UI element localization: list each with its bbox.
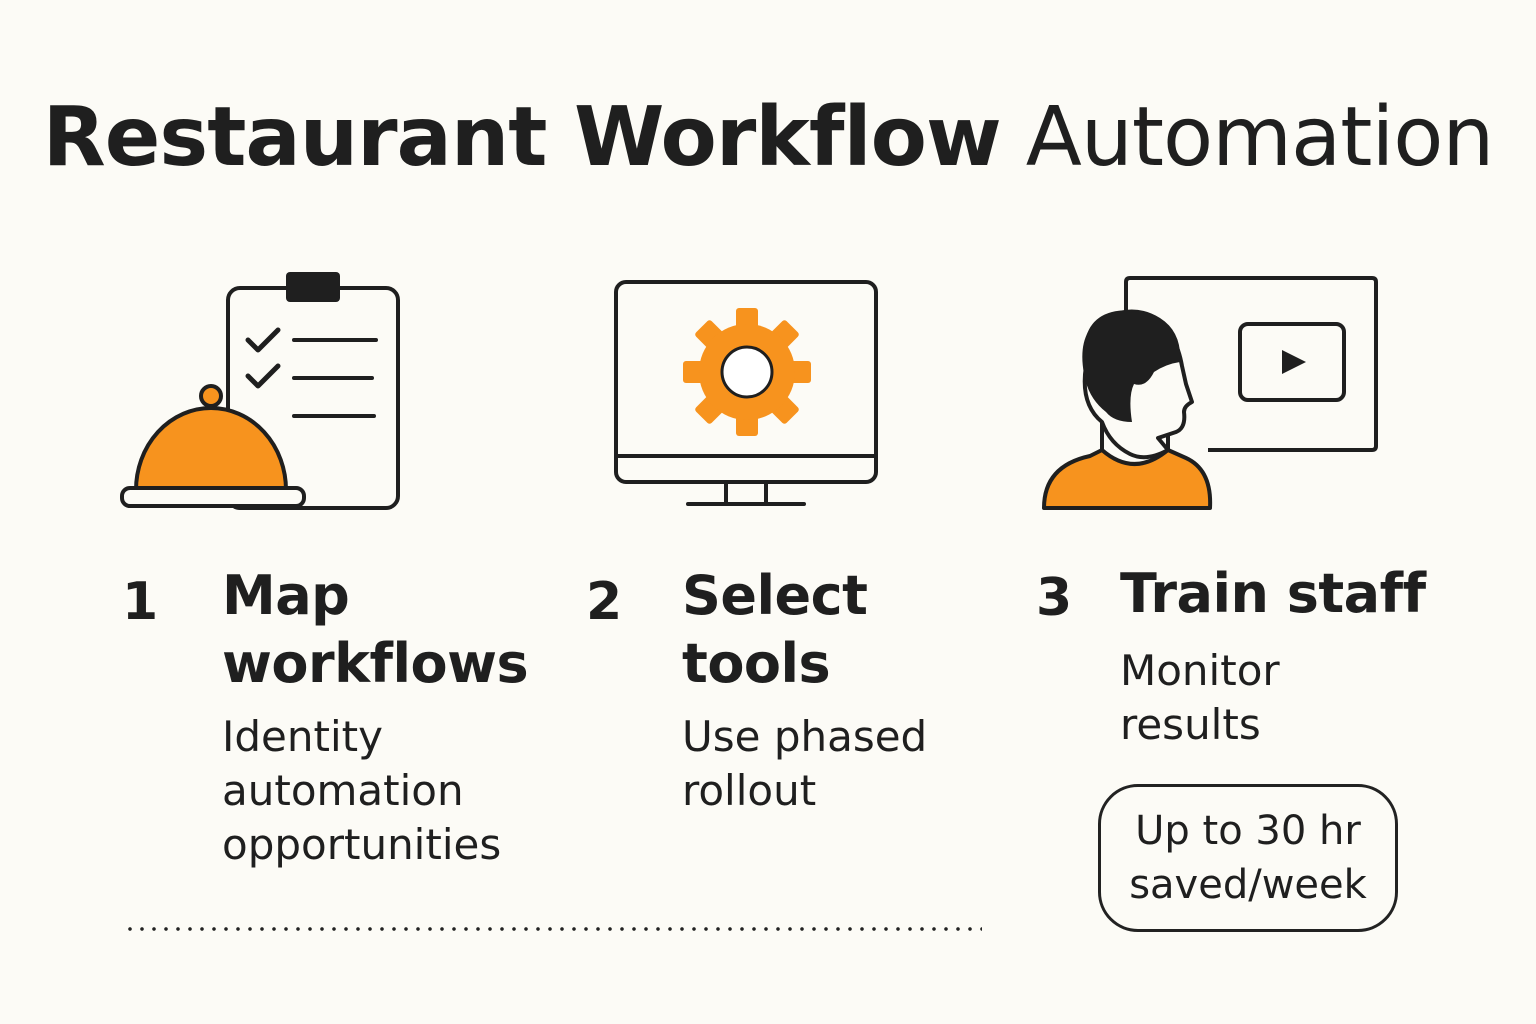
- step-1-description: Identity automation opportunities: [222, 710, 501, 872]
- step-1-desc-line3: opportunities: [222, 820, 502, 869]
- clipboard-cloche-icon: [120, 272, 400, 510]
- step-1-heading: Map workflows: [222, 562, 529, 698]
- step-2-heading: Select tools: [682, 562, 868, 698]
- step-2-description: Use phased rollout: [682, 710, 927, 818]
- step-3-heading: Train staff: [1120, 560, 1426, 628]
- time-saved-text: Up to 30 hr saved/week: [1118, 804, 1378, 912]
- step-1-desc-line1: Identity: [222, 712, 383, 761]
- step-2-desc-line1: Use phased: [682, 712, 928, 761]
- step-3-description: Monitor results: [1120, 644, 1280, 752]
- badge-line1: Up to 30 hr: [1135, 808, 1361, 854]
- dotted-divider: [124, 926, 982, 932]
- step-3-number: 3: [1036, 568, 1073, 628]
- step-3-desc-line2: results: [1120, 700, 1261, 749]
- step-2-heading-line1: Select: [682, 564, 868, 627]
- step-1-heading-line2: workflows: [222, 632, 529, 695]
- monitor-gear-icon: [614, 280, 878, 506]
- step-1-desc-line2: automation: [222, 766, 464, 815]
- title-light: Automation: [1025, 90, 1495, 185]
- page-title: Restaurant Workflow Automation: [0, 88, 1536, 188]
- step-3-heading-line1: Train staff: [1120, 562, 1426, 625]
- step-1-number: 1: [122, 572, 159, 632]
- badge-line2: saved/week: [1129, 862, 1367, 908]
- step-2-desc-line2: rollout: [682, 766, 817, 815]
- person-video-icon: [1042, 276, 1378, 510]
- time-saved-badge: Up to 30 hr saved/week: [1098, 784, 1398, 932]
- step-2-heading-line2: tools: [682, 632, 831, 695]
- step-2-number: 2: [586, 572, 623, 632]
- title-bold: Restaurant Workflow: [42, 90, 1002, 185]
- step-3-desc-line1: Monitor: [1120, 646, 1280, 695]
- step-1-heading-line1: Map: [222, 564, 350, 627]
